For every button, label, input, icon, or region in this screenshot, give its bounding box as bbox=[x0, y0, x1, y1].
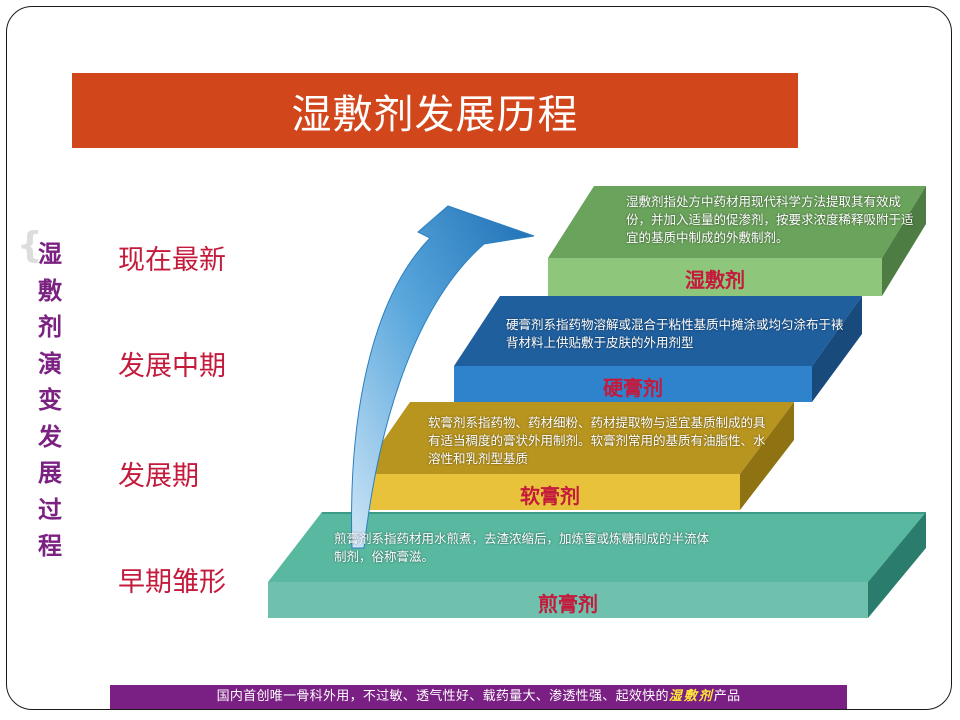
page-title: 湿敷剂发展历程 bbox=[291, 91, 579, 138]
side-title-char: 过 bbox=[38, 495, 62, 524]
side-title-char: 演 bbox=[38, 349, 62, 378]
desc-yinggaoji: 硬膏剂系指药物溶解或混合于粘性基质中摊涂或均匀涂布于裱背材料上供贴敷于皮肤的外用… bbox=[506, 317, 844, 350]
step-ruangaoji bbox=[360, 402, 794, 510]
growth-arrow-icon bbox=[351, 205, 535, 549]
stage-label-current: 现在最新 bbox=[118, 245, 226, 276]
vertical-side-title: 湿 敷 剂 演 变 发 展 过 程 bbox=[36, 236, 64, 565]
side-title-char: 湿 bbox=[38, 240, 62, 268]
footer-suffix: 产品 bbox=[713, 689, 741, 704]
step-jiangaoji bbox=[268, 512, 926, 618]
step-name-shifuji: 湿敷剂 bbox=[685, 268, 745, 292]
desc-jiangaoji: 煎膏剂系指药材用水煎煮，去渣浓缩后，加炼蜜或炼糖制成的半流体制剂，俗称膏滋。 bbox=[334, 531, 710, 564]
step-name-ruangaoji: 软膏剂 bbox=[520, 484, 580, 508]
side-title-char: 展 bbox=[38, 459, 62, 487]
desc-shifuji: 湿敷剂指处方中药材用现代科学方法提取其有效成份，并加入适量的促渗剂，按要求浓度稀… bbox=[626, 194, 914, 245]
footer-text: 国内首创唯一骨科外用，不过敏、透气性好、载药量大、渗透性强、起效快的 bbox=[216, 689, 669, 704]
step-shifuji bbox=[548, 186, 926, 296]
step-yinggaoji bbox=[454, 296, 862, 402]
step-name-jiangaoji: 煎膏剂 bbox=[538, 592, 598, 616]
step-name-yinggaoji: 硬膏剂 bbox=[603, 376, 663, 400]
side-title-char: 剂 bbox=[38, 313, 62, 341]
desc-ruangaoji: 软膏剂系指药物、药材细粉、药材提取物与适宜基质制成的具有适当稠度的膏状外用制剂。… bbox=[428, 415, 766, 466]
side-title-char: 变 bbox=[38, 386, 62, 414]
footer-highlight: 湿敷剂 bbox=[668, 689, 714, 704]
stage-label-developing: 发展期 bbox=[118, 461, 199, 492]
stage-label-early: 早期雏形 bbox=[118, 567, 226, 598]
side-title-char: 发 bbox=[38, 422, 62, 451]
title-banner: 湿敷剂发展历程 bbox=[72, 73, 798, 148]
side-title-char: 程 bbox=[38, 532, 62, 560]
side-title-char: 敷 bbox=[38, 276, 62, 305]
footer-banner: 国内首创唯一骨科外用，不过敏、透气性好、载药量大、渗透性强、起效快的湿敷剂产品 bbox=[110, 685, 847, 709]
stage-label-mid: 发展中期 bbox=[118, 351, 226, 382]
slide-frame bbox=[6, 6, 952, 710]
